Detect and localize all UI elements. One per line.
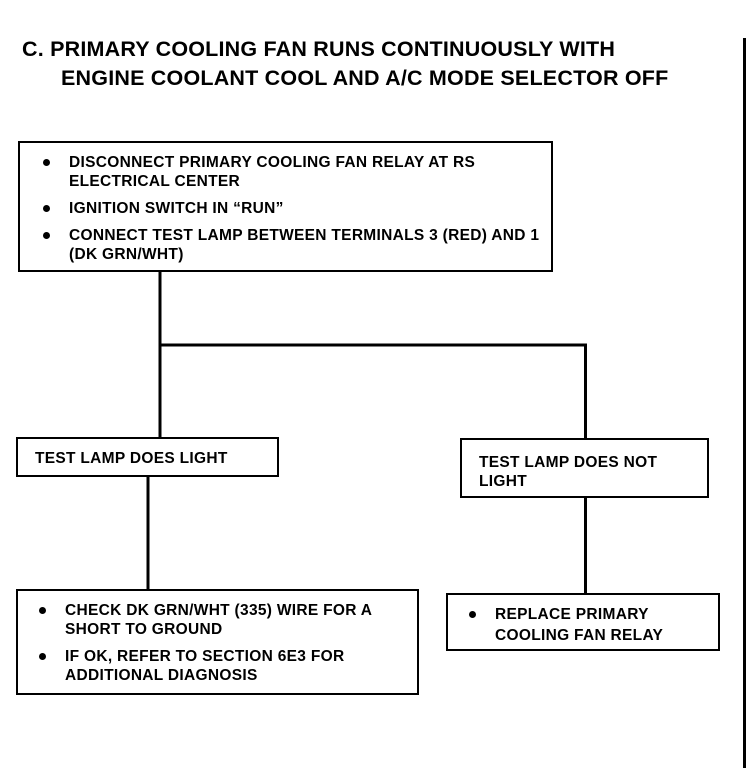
replace-relay-list: REPLACE PRIMARY COOLING FAN RELAY	[461, 604, 710, 646]
initial-step-list: DISCONNECT PRIMARY COOLING FAN RELAY AT …	[35, 153, 541, 264]
step-text: IGNITION SWITCH IN “RUN”	[69, 200, 284, 217]
action-box-replace-relay: REPLACE PRIMARY COOLING FAN RELAY	[446, 593, 720, 651]
step-box-initial: DISCONNECT PRIMARY COOLING FAN RELAY AT …	[18, 141, 553, 272]
bullet-icon	[43, 205, 50, 212]
list-item: IGNITION SWITCH IN “RUN”	[35, 199, 541, 218]
bullet-icon	[43, 159, 50, 166]
right-margin-rule	[743, 38, 746, 768]
action-text: REPLACE PRIMARY COOLING FAN RELAY	[495, 606, 664, 644]
list-item: REPLACE PRIMARY COOLING FAN RELAY	[461, 604, 710, 646]
action-box-check-wire: CHECK DK GRN/WHT (335) WIRE FOR A SHORT …	[16, 589, 419, 695]
list-item: CONNECT TEST LAMP BETWEEN TERMINALS 3 (R…	[35, 226, 541, 264]
step-text: CONNECT TEST LAMP BETWEEN TERMINALS 3 (R…	[69, 227, 540, 263]
title-line-2: ENGINE COOLANT COOL AND A/C MODE SELECTO…	[61, 66, 669, 90]
action-text: IF OK, REFER TO SECTION 6E3 FOR ADDITION…	[65, 648, 345, 684]
bullet-icon	[43, 232, 50, 239]
result-box-lamp-lights: TEST LAMP DOES LIGHT	[16, 437, 279, 477]
check-wire-list: CHECK DK GRN/WHT (335) WIRE FOR A SHORT …	[31, 601, 409, 685]
bullet-icon	[469, 611, 476, 618]
list-item: IF OK, REFER TO SECTION 6E3 FOR ADDITION…	[31, 647, 409, 685]
bullet-icon	[39, 607, 46, 614]
list-item: CHECK DK GRN/WHT (335) WIRE FOR A SHORT …	[31, 601, 409, 639]
bullet-icon	[39, 653, 46, 660]
title-line-1: C. PRIMARY COOLING FAN RUNS CONTINUOUSLY…	[22, 37, 616, 61]
result-box-lamp-not-lit: TEST LAMP DOES NOT LIGHT	[460, 438, 709, 498]
list-item: DISCONNECT PRIMARY COOLING FAN RELAY AT …	[35, 153, 541, 191]
result-text: TEST LAMP DOES LIGHT	[35, 450, 228, 467]
action-text: CHECK DK GRN/WHT (335) WIRE FOR A SHORT …	[65, 602, 372, 638]
step-text: DISCONNECT PRIMARY COOLING FAN RELAY AT …	[69, 154, 476, 190]
page-title: C. PRIMARY COOLING FAN RUNS CONTINUOUSLY…	[22, 35, 732, 93]
result-text: TEST LAMP DOES NOT LIGHT	[479, 454, 658, 490]
